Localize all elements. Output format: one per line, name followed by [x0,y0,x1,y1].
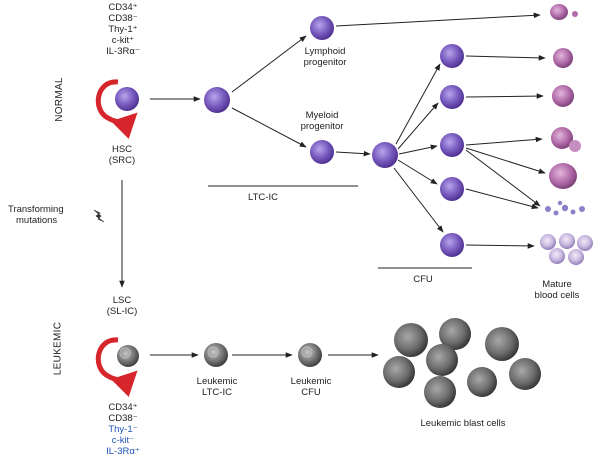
ltc-ic-label: LTC-IC [248,192,278,203]
lsc-label-line: (SL-IC) [106,306,138,317]
leukemic-ltc-ic-label: Leukemic LTC-IC [189,376,245,398]
cfu-cell-1 [440,44,464,68]
cfu-label: CFU [413,274,433,285]
lymphoid-progenitor-label: Lymphoid progenitor [300,46,350,68]
transforming-label-line: mutations [16,215,58,226]
normal-section-label: NORMAL [53,77,65,122]
myeloid-label-line: progenitor [300,121,344,132]
hsc-marker: CD38⁻ [108,13,138,24]
leukemic-blast-cells-label: Leukemic blast cells [420,418,506,429]
hsc-marker: CD34⁺ [108,2,138,13]
normal-self-renewal-arrow [95,79,138,139]
lightning-icon [93,209,105,223]
leukemic-ltc-ic-label-line: LTC-IC [202,387,232,398]
leukemic-blast-cells [383,318,541,408]
leukemic-cfu-label-line: CFU [301,387,321,398]
mature-erythrocytes [540,233,593,265]
hsc-marker: IL-3Rα⁻ [106,46,140,57]
leukemic-cfu-label: Leukemic CFU [283,376,339,398]
cfu-cell-2 [440,85,464,109]
hsc-cell [115,87,139,111]
transforming-label-line: Transforming [8,204,64,215]
mature-platelets [545,200,585,216]
leukemic-cfu-cell [298,343,322,367]
lsc-marker: CD38⁻ [108,413,138,424]
hsc-label-line: (SRC) [108,155,136,166]
cfu-cell-3 [440,133,464,157]
myeloid-progenitor-cell [310,140,334,164]
lsc-marker: CD34⁺ [108,402,138,413]
lymphoid-label-line: progenitor [303,57,347,68]
myeloid-branch-cell [372,142,398,168]
myeloid-label-line: Myeloid [305,110,339,121]
normal-lineage-arrows [150,12,546,249]
cfu-cell-5 [440,233,464,257]
early-progenitor-cell [204,87,230,113]
lymphoid-progenitor-cell [310,16,334,40]
lsc-marker-list: CD34⁺ CD38⁻ Thy-1⁻ c-kit⁻ IL-3Rα⁺ [98,402,148,457]
lsc-marker-changed: Thy-1⁻ [108,424,138,435]
leukemic-self-renewal-arrow [95,337,138,397]
myeloid-progenitor-label: Myeloid progenitor [297,110,347,132]
leukemic-cfu-label-line: Leukemic [290,376,332,387]
mature-monocyte [552,85,574,107]
hsc-marker-list: CD34⁺ CD38⁻ Thy-1⁺ c-kit⁺ IL-3Rα⁻ [98,2,148,57]
hsc-marker: Thy-1⁺ [108,24,138,35]
hsc-marker: c-kit⁺ [111,35,135,46]
leukemic-ltc-ic-cell [204,343,228,367]
lsc-cell [117,345,139,367]
hsc-label: HSC (SRC) [99,144,145,166]
mature-blood-cells-label: Mature blood cells [527,279,587,301]
mature-label-line: Mature [542,279,572,290]
lsc-label: LSC (SL-IC) [97,295,147,317]
cfu-cell-4 [440,177,464,201]
lsc-marker-changed: c-kit⁻ [111,435,135,446]
lsc-label-line: LSC [112,295,132,306]
lsc-marker-changed: IL-3Rα⁺ [106,446,140,457]
mature-label-line: blood cells [534,290,580,301]
leukemic-ltc-ic-label-line: Leukemic [196,376,238,387]
mature-granulocyte [553,48,573,68]
lymphoid-label-line: Lymphoid [304,46,346,57]
transforming-mutations-label: Transforming mutations [8,204,64,226]
leukemic-section-label: LEUKEMIC [52,321,64,376]
mature-eosinophil [551,127,581,152]
mature-lymphocyte [550,4,578,20]
mature-macrophage [549,163,577,189]
hsc-label-line: HSC [111,144,133,155]
